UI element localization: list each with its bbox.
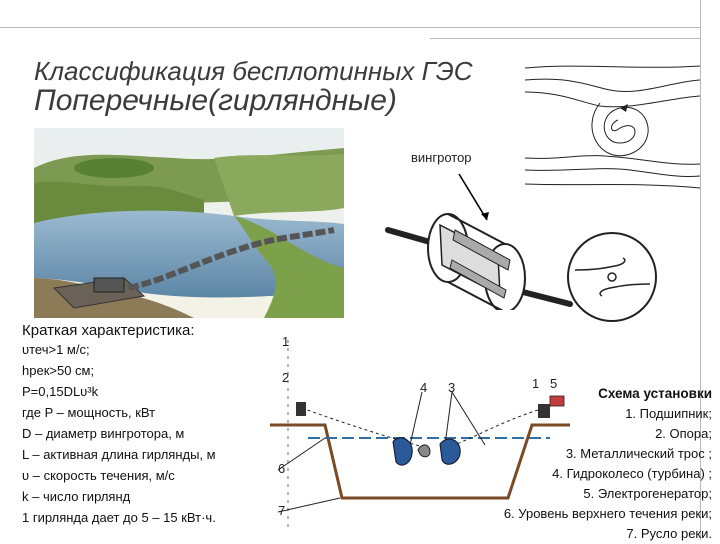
characteristic-line: P=0,15DLυ³k: [22, 384, 99, 399]
characteristic-line: k – число гирлянд: [22, 489, 131, 504]
scheme-item: 7. Русло реки.: [626, 526, 712, 541]
rotor-pointer-arrow: [458, 173, 489, 221]
characteristic-line: hрек>50 см;: [22, 363, 95, 378]
river-landscape-illustration: [34, 128, 344, 318]
scheme-item: 1. Подшипник;: [625, 406, 712, 421]
characteristic-line: 1 гирлянда дает до 5 – 15 кВт·ч.: [22, 510, 216, 525]
diagram-number-6: 6: [278, 461, 285, 476]
slide-header-bar: 11: [0, 0, 720, 34]
characteristic-line: υ – скорость течения, м/с: [22, 468, 175, 483]
flow-streamlines-drawing: [524, 65, 701, 189]
diagram-number-2: 2: [282, 370, 289, 385]
installation-scheme-drawing: 1 2 4 3 1 5 6 7: [270, 334, 570, 530]
diagram-number-5: 5: [550, 376, 557, 391]
scheme-item: 6. Уровень верхнего течения реки;: [503, 506, 712, 521]
scheme-heading: Схема установки: [598, 386, 712, 401]
characteristics-panel: Краткая характеристика: υтеч>1 м/с; hрек…: [22, 322, 277, 528]
wingrotor-drawing: [385, 213, 573, 310]
right-border-line: [700, 0, 701, 540]
diagram-number-7: 7: [278, 503, 285, 518]
slide-title-type: Поперечные(гирляндные): [34, 84, 397, 117]
diagram-number-1b: 1: [532, 376, 539, 391]
diagram-number-3: 3: [448, 380, 455, 395]
rotor-cross-section-drawing: [567, 232, 657, 322]
slide-title-category: Классификация бесплотинных ГЭС: [34, 56, 473, 86]
diagram-number-1: 1: [282, 334, 289, 349]
scheme-item: 3. Металлический трос ;: [565, 446, 712, 461]
scheme-item: 5. Электрогенератор;: [583, 486, 712, 501]
diagram-number-4: 4: [420, 380, 427, 395]
characteristics-heading: Краткая характеристика:: [22, 322, 195, 339]
characteristic-line: D – диаметр вингротора, м: [22, 426, 185, 441]
characteristic-line: υтеч>1 м/с;: [22, 342, 90, 357]
scheme-item: 4. Гидроколесо (турбина) ;: [552, 466, 712, 481]
header-divider-secondary: [430, 38, 700, 39]
rotor-label: вингротор: [411, 150, 472, 165]
characteristic-line: L – активная длина гирлянды, м: [22, 447, 216, 462]
characteristic-line: где P – мощность, кВт: [22, 405, 156, 420]
scheme-item: 2. Опора;: [655, 426, 712, 441]
scheme-legend: Схема установки 1. Подшипник; 2. Опора; …: [432, 384, 712, 544]
header-divider: [0, 27, 700, 28]
slide-number: 11: [682, 5, 698, 22]
